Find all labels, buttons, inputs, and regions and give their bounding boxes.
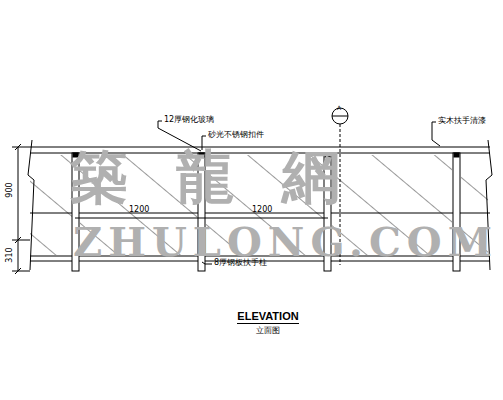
watermark: ZHULONG.COM (73, 222, 498, 262)
dimension-line (18, 147, 19, 271)
dimension-tick (15, 268, 21, 274)
dimension-text: 1200 (252, 206, 272, 214)
dimension-tick (15, 144, 21, 150)
watermark: 築龍網 (70, 148, 388, 206)
callout-label: 实木扶手清漆 (438, 117, 486, 125)
glass-hatch (30, 155, 72, 255)
dimension-tick (15, 237, 21, 243)
drawing-caption: 立面图 (256, 327, 280, 335)
dimension-text: 900 (6, 182, 14, 197)
dimension-line (75, 218, 328, 219)
break-line (28, 140, 34, 270)
dimension-text: 1200 (129, 206, 149, 214)
callout-label: 12厚钢化玻璃 (164, 116, 214, 124)
leader-line (202, 262, 212, 264)
dimension-line (12, 271, 30, 272)
clamp (454, 153, 459, 157)
section-letter: A (337, 105, 341, 111)
dimension-line (12, 147, 30, 148)
dimension-line (12, 240, 30, 241)
leader-line (158, 121, 201, 151)
dimension-text: 310 (6, 247, 14, 262)
leader-line (432, 122, 440, 146)
callout-label: 砂光不锈钢扣件 (208, 131, 264, 139)
section-symbol (332, 116, 348, 117)
drawing-title: ELEVATION (237, 311, 298, 324)
